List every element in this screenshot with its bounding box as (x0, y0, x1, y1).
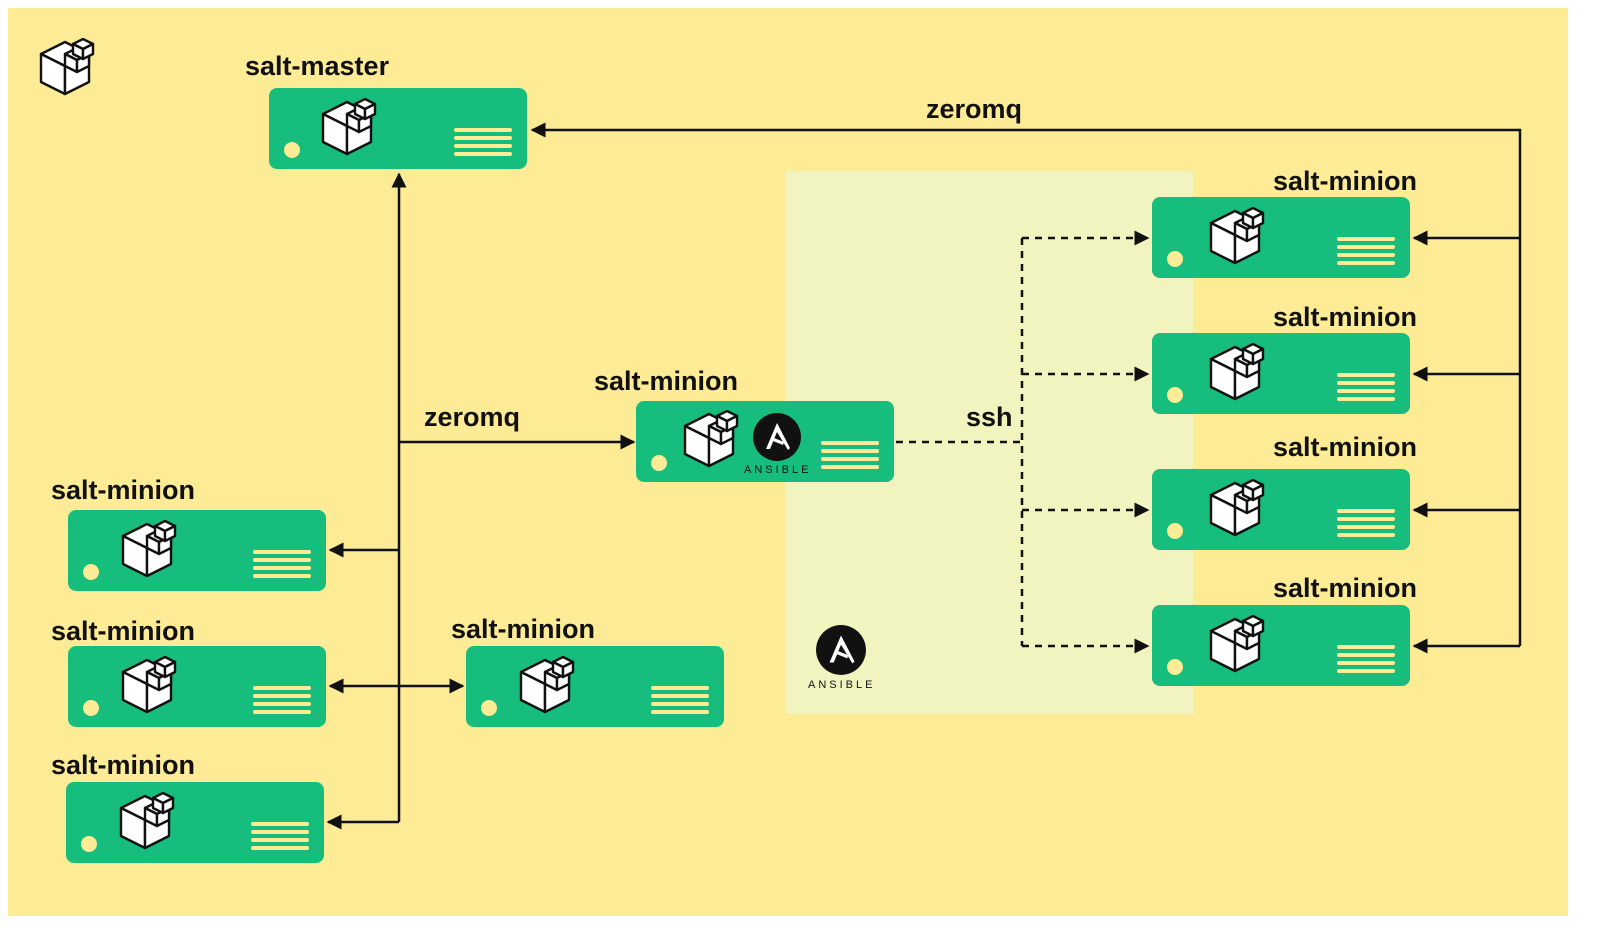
ansible-badge-text: ANSIBLE (744, 464, 811, 476)
status-led (81, 836, 97, 852)
status-led (481, 700, 497, 716)
status-led (83, 564, 99, 580)
node-label: salt-minion (1273, 166, 1417, 196)
node-salt-minion-right-1: salt-minion (1152, 166, 1417, 278)
vent-lines (1337, 509, 1395, 537)
edge-label-zeromq-top: zeromq (926, 94, 1022, 124)
node-salt-minion-right-2: salt-minion (1152, 302, 1417, 414)
node-label: salt-minion (594, 366, 738, 396)
status-led (83, 700, 99, 716)
node-label: salt-minion (51, 750, 195, 780)
node-label: salt-minion (51, 616, 195, 646)
edges (326, 122, 1522, 830)
node-label: salt-minion (451, 614, 595, 644)
node-salt-minion-hub: salt-minion ANSIBLE (594, 366, 894, 482)
ansible-logo: ANSIBLE (808, 625, 875, 691)
node-salt-minion-left-3: salt-minion (51, 750, 324, 863)
vent-lines (454, 128, 512, 156)
ansible-badge-icon (753, 413, 801, 461)
node-salt-minion-left-2: salt-minion (51, 616, 326, 727)
node-salt-minion-right-3: salt-minion (1152, 432, 1417, 550)
vent-lines (1337, 373, 1395, 401)
vent-lines (251, 822, 309, 850)
vent-lines (821, 441, 879, 469)
node-label: salt-minion (1273, 302, 1417, 332)
node-label: salt-minion (51, 475, 195, 505)
node-salt-minion-left-1: salt-minion (51, 475, 326, 591)
node-salt-minion-right-4: salt-minion (1152, 573, 1417, 686)
edge-label-zeromq-hub: zeromq (424, 402, 520, 432)
status-led (284, 142, 300, 158)
ansible-logo-text: ANSIBLE (808, 679, 875, 691)
edge-label-ssh: ssh (966, 402, 1013, 432)
node-label: salt-master (245, 51, 390, 81)
status-led (1167, 659, 1183, 675)
status-led (1167, 251, 1183, 267)
node-salt-master: salt-master (245, 51, 527, 169)
node-label: salt-minion (1273, 573, 1417, 603)
vent-lines (253, 686, 311, 714)
node-label: salt-minion (1273, 432, 1417, 462)
vent-lines (253, 550, 311, 578)
node-salt-minion-mid: salt-minion (451, 614, 724, 727)
vent-lines (1337, 237, 1395, 265)
vent-lines (651, 686, 709, 714)
status-led (1167, 523, 1183, 539)
status-led (1167, 387, 1183, 403)
edge-zeromq-to-master (530, 122, 1522, 238)
vent-lines (1337, 645, 1395, 673)
status-led (651, 455, 667, 471)
